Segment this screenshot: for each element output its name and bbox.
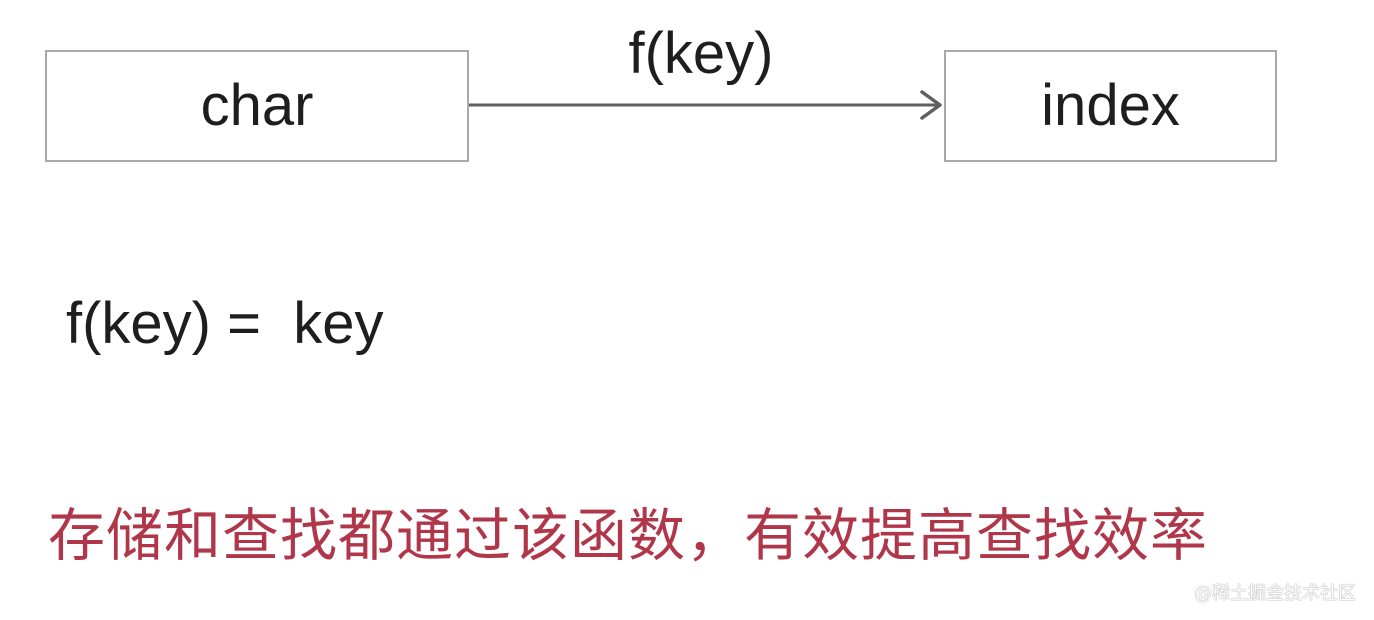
index-node-label: index <box>1041 73 1180 138</box>
char-node-label: char <box>200 73 314 138</box>
index-node: index <box>944 50 1277 162</box>
char-node: char <box>45 50 469 162</box>
formula-text: f(key) = key <box>66 291 384 356</box>
caption-text: 存储和查找都通过该函数，有效提高查找效率 <box>48 503 1208 569</box>
watermark: @稀土掘金技术社区 <box>1194 583 1356 604</box>
arrowhead-icon <box>920 90 942 120</box>
edge-label: f(key) <box>628 21 774 86</box>
